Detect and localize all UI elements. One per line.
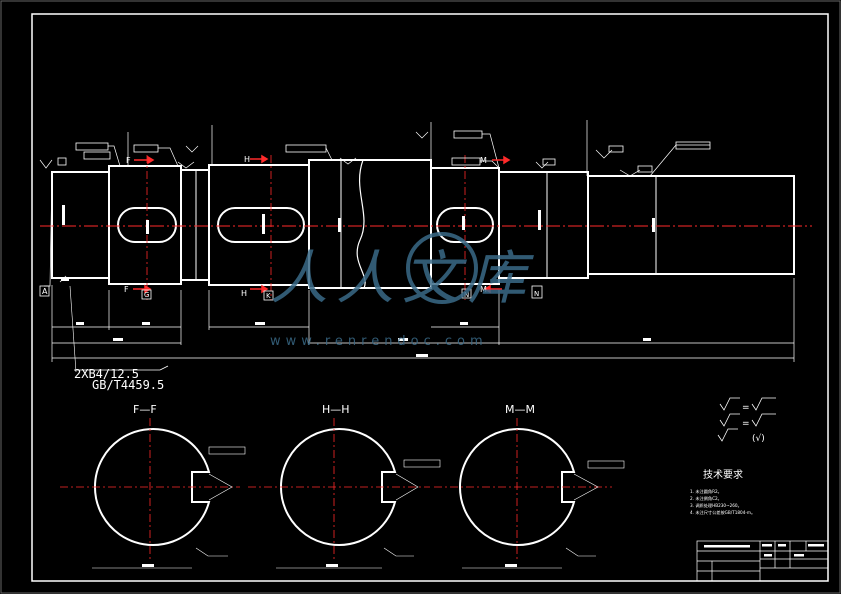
section-view-h: H—H: [248, 403, 441, 569]
boxed-marker-letters: G K N N: [144, 290, 539, 300]
section-outline: [459, 428, 576, 546]
cut-marker: H: [244, 155, 250, 164]
svg-text:N: N: [534, 290, 539, 298]
watermark-circle: [406, 232, 478, 304]
break-line: [356, 159, 366, 289]
cut-arrows: [133, 154, 511, 294]
datum-marker: A: [42, 287, 48, 296]
shaft-segment-8: [587, 175, 795, 275]
cut-marker: M: [480, 156, 487, 165]
cut-marker: M: [480, 285, 487, 294]
cut-marker: F: [126, 156, 131, 165]
svg-text:4. 未注尺寸公差按GB/T1804-m。: 4. 未注尺寸公差按GB/T1804-m。: [690, 509, 755, 516]
cut-marker: F: [124, 285, 129, 294]
svg-text:N: N: [464, 291, 469, 299]
shaft-segment-3: [180, 169, 210, 281]
keyway-h: [217, 207, 305, 243]
roughness-legend: [717, 397, 776, 442]
roughness-legend-text: = = (√): [742, 403, 765, 444]
shaft-segment-2: [108, 165, 182, 285]
drawing-frame: [31, 13, 829, 582]
section-label: H—H: [322, 403, 350, 416]
tech-requirements-title: 技术要求: [703, 468, 743, 481]
section-label: M—M: [505, 403, 535, 416]
dimension-values: [61, 278, 651, 357]
svg-text:1. 未注圆角R2。: 1. 未注圆角R2。: [690, 488, 722, 495]
section-label: F—F: [133, 403, 157, 416]
svg-text:=: =: [742, 403, 750, 413]
dimension-lines: [51, 278, 795, 362]
section-view-f: F—F: [60, 403, 246, 569]
cut-marker: H: [241, 289, 247, 298]
title-block: [696, 540, 829, 582]
svg-text:=: =: [742, 419, 750, 429]
title-block-cells: [704, 544, 824, 557]
diameter-labels: [62, 205, 655, 234]
svg-text:2. 未注倒角C2。: 2. 未注倒角C2。: [690, 495, 722, 502]
leader-lines: [39, 120, 710, 287]
svg-text:G: G: [144, 291, 149, 299]
watermark-url: www.renrendoc.com: [270, 334, 488, 349]
tech-requirements-list: 1. 未注圆角R2。 2. 未注倒角C2。 3. 调质处理HB230~260。 …: [690, 488, 755, 516]
watermark-logo-text: 人人文库: [270, 244, 534, 312]
center-hole-note-line2: GB/T4459.5: [92, 378, 164, 392]
keyways: [117, 207, 494, 243]
cut-markers: F F H H M M A: [42, 155, 487, 298]
section-outline: [94, 428, 211, 546]
svg-text:3. 调质处理HB230~260。: 3. 调质处理HB230~260。: [690, 502, 742, 509]
center-hole-note-line1: 2XB4/12.5: [74, 367, 139, 381]
shaft-segment-1: [51, 171, 110, 279]
section-view-m: M—M: [434, 403, 625, 569]
watermark: 人人文库 www.renrendoc.com: [270, 232, 534, 349]
svg-text:K: K: [266, 292, 271, 300]
section-outline: [280, 428, 397, 546]
center-hole-note: 2XB4/12.5 GB/T4459.5: [69, 285, 169, 392]
svg-text:(√): (√): [752, 433, 765, 444]
